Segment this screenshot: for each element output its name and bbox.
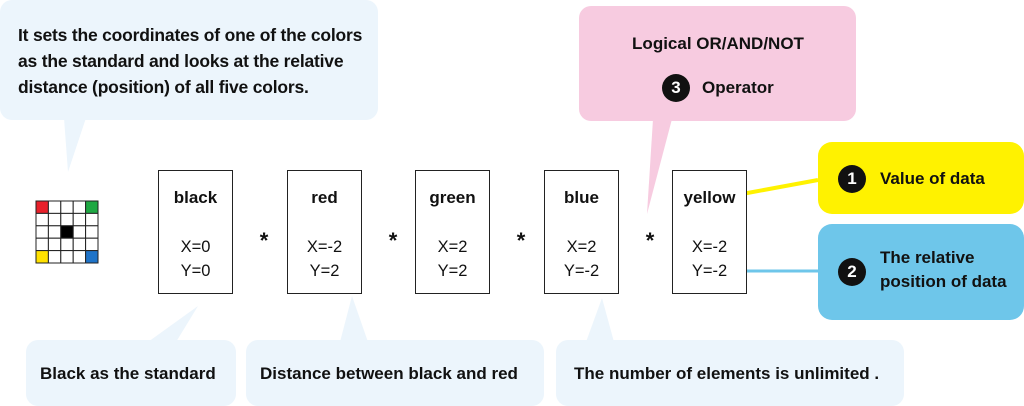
- grid-cell: [85, 237, 99, 252]
- card-x-value: X=-2: [306, 238, 343, 256]
- grid-cell: [47, 250, 62, 264]
- legend-value-box: [741, 142, 1024, 214]
- card-y-value: Y=2: [437, 262, 468, 280]
- grid-cell: [60, 237, 74, 252]
- bottom-callout-distance: [246, 296, 544, 406]
- grid-cell-black: [60, 225, 74, 239]
- legend-position-line-2: position of data: [880, 272, 1007, 291]
- grid-cell: [72, 212, 87, 227]
- description-text: It sets the coordinates of one of the co…: [18, 22, 368, 100]
- operator-asterisk: *: [259, 228, 269, 253]
- grid-cell: [85, 225, 99, 239]
- card-x-value: X=-2: [691, 238, 728, 256]
- operator-asterisk: *: [645, 228, 655, 253]
- grid-cell: [35, 225, 49, 239]
- bottom-label-standard: Black as the standard: [40, 364, 216, 383]
- card-y-value: Y=0: [180, 262, 211, 280]
- legend-number-2-badge: 2: [838, 258, 866, 286]
- bottom-callout-unlimited: [556, 298, 904, 406]
- legend-number-1-badge: 1: [838, 165, 866, 193]
- card-black: black X=0 Y=0: [158, 170, 233, 294]
- description-line-1: It sets the coordinates of one of the co…: [18, 25, 363, 45]
- operator-title: Logical OR/AND/NOT: [632, 34, 804, 53]
- card-x-value: X=2: [437, 238, 468, 256]
- operator-asterisk: *: [388, 228, 398, 253]
- card-y-value: Y=-2: [691, 262, 728, 280]
- grid-cell: [47, 225, 62, 239]
- grid-cell: [85, 212, 99, 227]
- operator-number-badge: 3: [662, 74, 690, 102]
- grid-cell: [47, 200, 62, 214]
- operator-callout: [579, 6, 856, 214]
- description-line-3: distance (position) of all five colors.: [18, 77, 309, 97]
- grid-cell-blue: [85, 250, 99, 264]
- card-x-value: X=2: [566, 238, 597, 256]
- grid-cell: [72, 250, 87, 264]
- bottom-callout-standard: [26, 306, 236, 406]
- bottom-label-distance: Distance between black and red: [260, 364, 518, 383]
- grid-cell: [60, 250, 74, 264]
- card-red: red X=-2 Y=2: [287, 170, 362, 294]
- grid-cell: [35, 237, 49, 252]
- card-y-value: Y=-2: [563, 262, 600, 280]
- grid-cell-green: [85, 200, 99, 214]
- card-green: green X=2 Y=2: [415, 170, 490, 294]
- grid-cell: [72, 237, 87, 252]
- grid-cell: [72, 200, 87, 214]
- grid-cell: [60, 200, 74, 214]
- card-name: yellow: [683, 188, 736, 207]
- card-blue: blue X=2 Y=-2: [544, 170, 619, 294]
- card-name: blue: [564, 188, 599, 207]
- operator-asterisk: *: [516, 228, 526, 253]
- legend-position-line-1: The relative: [880, 248, 975, 267]
- card-yellow: yellow X=-2 Y=-2: [672, 170, 747, 294]
- description-line-2: as the standard and looks at the relativ…: [18, 51, 344, 71]
- grid-cell: [72, 225, 87, 239]
- description-callout: [0, 0, 378, 172]
- card-x-value: X=0: [180, 238, 211, 256]
- legend-value-label: Value of data: [880, 169, 985, 188]
- grid-cell-yellow: [35, 250, 49, 264]
- grid-cell-red: [35, 200, 49, 214]
- grid-cell: [35, 212, 49, 227]
- grid-cell: [47, 212, 62, 227]
- card-y-value: Y=2: [309, 262, 340, 280]
- grid-cell: [47, 237, 62, 252]
- grid-cell: [60, 212, 74, 227]
- color-grid: [35, 200, 99, 264]
- card-name: green: [429, 188, 476, 207]
- card-name: black: [173, 188, 218, 207]
- bottom-label-unlimited: The number of elements is unlimited .: [574, 364, 880, 383]
- card-name: red: [311, 188, 338, 207]
- legend-position-box: [742, 224, 1024, 320]
- legend-position-label: The relative position of data: [880, 246, 1007, 294]
- operator-label: Operator: [702, 78, 774, 97]
